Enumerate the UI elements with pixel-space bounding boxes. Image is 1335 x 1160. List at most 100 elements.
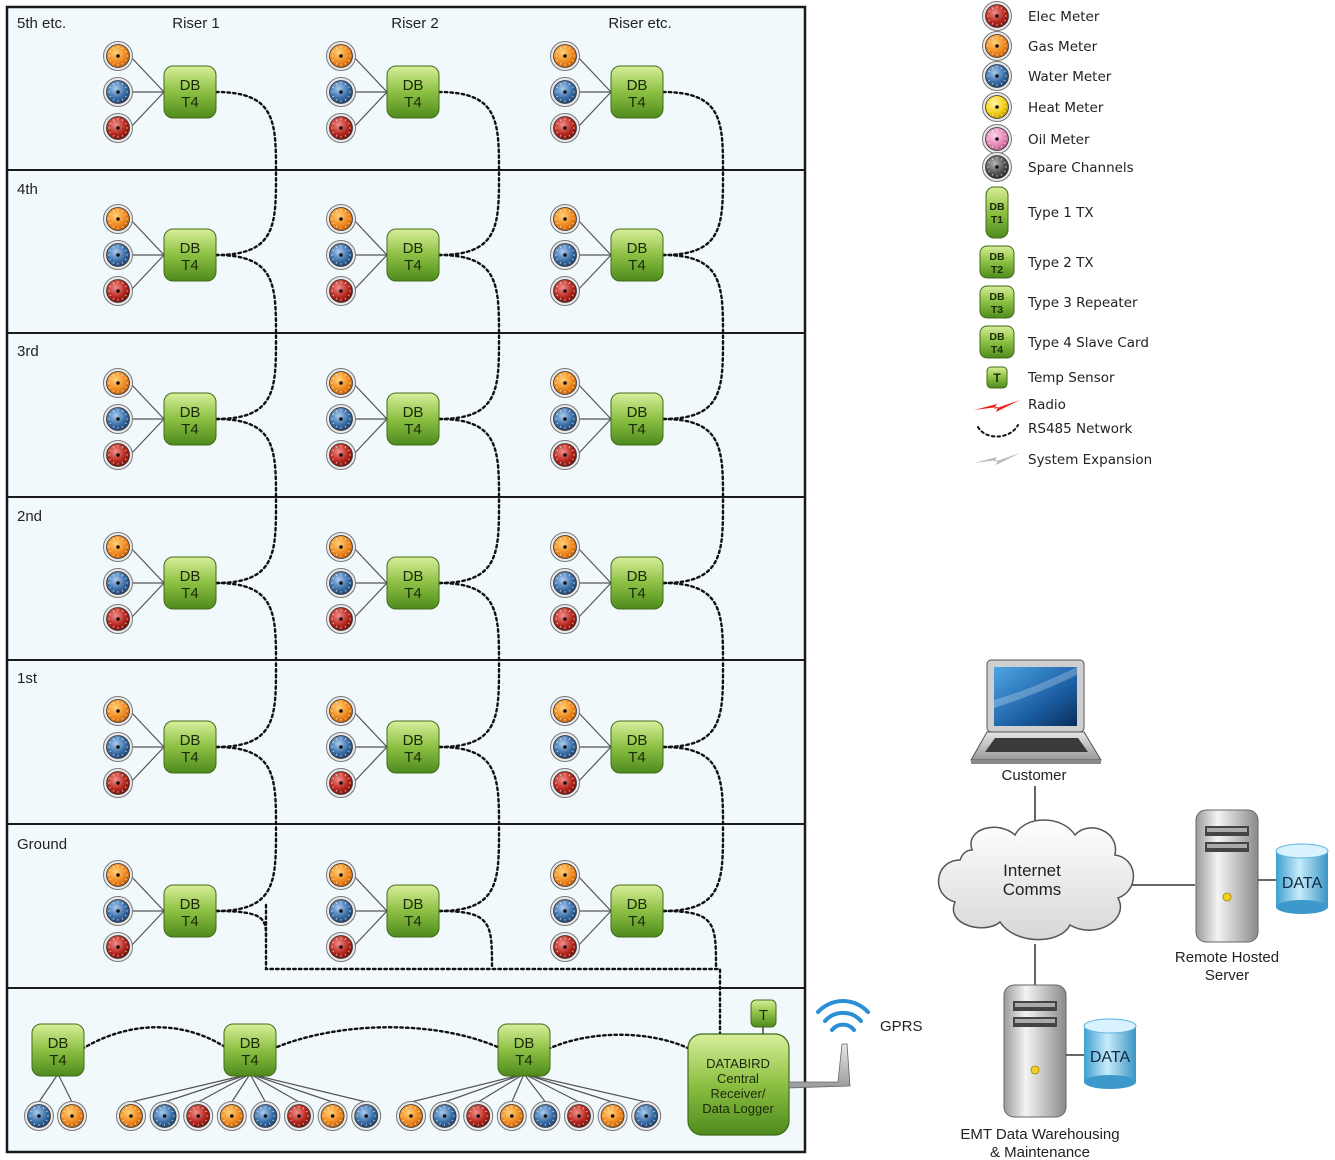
gas-meter-icon	[57, 1101, 87, 1131]
water-meter-icon	[550, 240, 580, 270]
water-meter-icon	[326, 732, 356, 762]
gprs-label: GPRS	[880, 1018, 923, 1035]
legend-expansion-label: System Expansion	[1028, 452, 1152, 468]
basement-meters	[24, 1101, 662, 1131]
central-label-1: DATABIRD	[706, 1056, 770, 1071]
legend-type2-label: Type 2 TX	[1027, 255, 1094, 271]
rs485-cable	[437, 90, 501, 257]
elec-meter-icon	[550, 768, 580, 798]
db-label-top: DB	[627, 240, 648, 257]
emt-label-1: EMT Data Warehousing	[960, 1126, 1119, 1143]
db-label-bottom: T4	[628, 257, 646, 274]
water-meter-icon	[24, 1101, 54, 1131]
emt-label-2: & Maintenance	[990, 1144, 1090, 1160]
db-label-top: DB	[627, 77, 648, 94]
rs485-drop	[661, 909, 718, 971]
db-label-bottom: T4	[628, 94, 646, 111]
elec-meter-icon	[103, 440, 133, 470]
rs485-cable	[661, 745, 725, 913]
legend-radio-icon	[974, 400, 1020, 412]
legend-heat-meter-icon	[982, 92, 1012, 122]
db-label-top: DB	[627, 732, 648, 749]
riser-labels: Riser 1 Riser 2 Riser etc.	[172, 15, 671, 32]
gas-meter-icon	[103, 41, 133, 71]
svg-text:T: T	[993, 371, 1001, 385]
floor-labels: 5th etc. 4th 3rd 2nd 1st Ground	[17, 15, 67, 853]
gas-meter-icon	[550, 696, 580, 726]
gas-meter-icon	[317, 1101, 348, 1131]
legend-spare-meter-icon	[982, 152, 1012, 182]
db-label-bottom: T4	[404, 585, 422, 602]
riser-label-2: Riser 2	[391, 15, 439, 32]
db-label-top: DB	[403, 896, 424, 913]
db-label-top: DB	[180, 404, 201, 421]
elec-meter-icon	[103, 276, 133, 306]
db-label-top: DB	[180, 240, 201, 257]
elec-meter-icon	[463, 1101, 494, 1131]
rs485-riser-cables	[214, 90, 725, 971]
gas-meter-icon	[550, 204, 580, 234]
db-label-bottom: T4	[404, 913, 422, 930]
db-label-top: DB	[403, 404, 424, 421]
floor-label-3rd: 3rd	[17, 343, 39, 360]
gas-meter-icon	[396, 1101, 426, 1131]
gas-meter-icon	[103, 204, 133, 234]
emt-data-label: DATA	[1090, 1049, 1131, 1066]
legend-gas-meter-icon	[982, 31, 1012, 61]
svg-text:DB: DB	[989, 251, 1005, 263]
water-meter-icon	[550, 568, 580, 598]
remote-server-label-2: Server	[1205, 967, 1249, 984]
water-meter-icon	[351, 1101, 382, 1131]
rs485-drop	[437, 909, 494, 971]
rs485-ground-bus	[264, 903, 722, 1038]
water-meter-icon	[103, 732, 133, 762]
riser-label-etc: Riser etc.	[608, 15, 671, 32]
water-meter-icon	[550, 732, 580, 762]
db-label-bottom: T4	[181, 94, 199, 111]
gas-meter-icon	[326, 696, 356, 726]
central-receiver: T DATABIRD Central Receiver/ Data Logger…	[687, 999, 923, 1136]
gas-meter-icon	[550, 860, 580, 890]
rs485-cable	[661, 581, 725, 749]
svg-text:T2: T2	[991, 264, 1003, 276]
legend-oil-meter-icon	[982, 124, 1012, 154]
remote-data-label: DATA	[1282, 875, 1323, 892]
rs485-cable	[437, 581, 501, 749]
rs485-cable	[437, 253, 501, 421]
emt-server-icon	[1003, 984, 1067, 1118]
db-label-top: DB	[403, 77, 424, 94]
db-label-bottom: T4	[404, 421, 422, 438]
svg-text:DB: DB	[989, 291, 1005, 303]
legend-gas-label: Gas Meter	[1028, 39, 1098, 55]
db-label-bottom: T4	[49, 1052, 67, 1069]
rs485-cable	[214, 253, 278, 421]
elec-meter-icon	[550, 604, 580, 634]
elec-meter-icon	[284, 1101, 314, 1131]
elec-meter-icon	[326, 440, 356, 470]
water-meter-icon	[429, 1101, 460, 1131]
db-label-top: DB	[180, 732, 201, 749]
water-meter-icon	[103, 404, 133, 434]
water-meter-icon	[550, 896, 580, 926]
db-label-top: DB	[240, 1035, 261, 1052]
water-meter-icon	[326, 896, 356, 926]
legend-type2-icon: DB T2	[979, 245, 1015, 279]
emt-data-store-icon: DATA	[1083, 1018, 1137, 1089]
